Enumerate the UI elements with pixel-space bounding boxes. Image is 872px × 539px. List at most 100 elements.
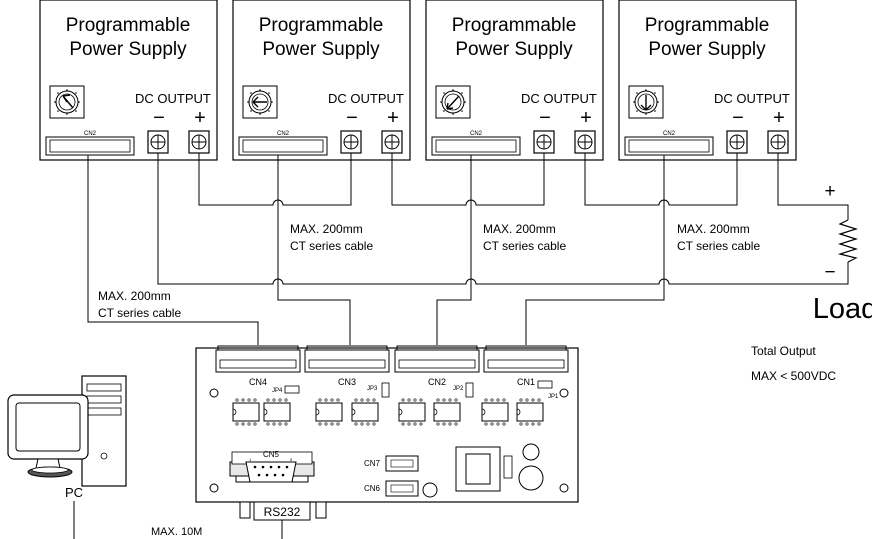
jp2-label: JP2	[453, 386, 464, 392]
supply-title-line1: Programmable	[452, 15, 577, 36]
series-wiring	[87, 153, 849, 345]
plus-sign: +	[194, 107, 206, 129]
control-board: CN4 CN3 CN2 CN1 JP4 JP3 JP2 JP1	[195, 345, 579, 521]
led-indicator	[522, 443, 540, 461]
cable-note-1: MAX. 200mm CT series cable	[290, 222, 373, 253]
cn5-pin5: 5	[290, 457, 293, 462]
capacitor	[422, 482, 438, 498]
cn2-label: CN2	[277, 131, 290, 137]
plus-sign: +	[580, 107, 592, 129]
cable-note-3: MAX. 200mm CT series cable	[677, 222, 760, 253]
minus-terminal-icon[interactable]	[533, 130, 555, 154]
minus-sign: −	[539, 107, 551, 129]
relay-socket	[455, 446, 513, 492]
cn7-label: CN7	[364, 459, 381, 468]
optocoupler-chip	[516, 398, 544, 426]
optocoupler-chip	[315, 398, 343, 426]
cn2-connector	[238, 136, 328, 156]
cn2-label: CN2	[470, 131, 483, 137]
power-supply-3: Programmable Power Supply DC OUTPUT − + …	[425, 0, 604, 161]
optocoupler-chip	[351, 398, 379, 426]
jp2-jumper[interactable]	[465, 382, 474, 398]
cable-type: CT series cable	[677, 239, 760, 253]
jp4-label: JP4	[272, 388, 283, 394]
power-supply-1: Programmable Power Supply DC OUTPUT − + …	[39, 0, 218, 161]
cn5-db9-connector[interactable]	[229, 451, 327, 521]
cn1-label: CN1	[517, 377, 535, 387]
plus-terminal-icon[interactable]	[574, 130, 596, 154]
cn2-connector	[431, 136, 521, 156]
optocoupler-chip	[481, 398, 509, 426]
optocoupler-chip	[433, 398, 461, 426]
minus-sign: −	[153, 107, 165, 129]
cn3-header	[304, 345, 390, 373]
dial-pointer-icon	[640, 95, 652, 111]
total-output-limit: MAX < 500VDC	[751, 369, 836, 383]
dial-pointer-icon	[446, 95, 460, 110]
mount-hole	[209, 388, 219, 398]
minus-sign: −	[732, 107, 744, 129]
cable-type: CT series cable	[290, 239, 373, 253]
minus-sign: −	[346, 107, 358, 129]
power-supply-2: Programmable Power Supply DC OUTPUT − + …	[232, 0, 411, 161]
supply-title-line2: Power Supply	[648, 39, 766, 60]
power-supply-4: Programmable Power Supply DC OUTPUT − + …	[618, 0, 797, 161]
cn5-pin1: 1	[249, 457, 252, 462]
load-resistor: + − Load	[813, 181, 872, 325]
load-minus-sign: −	[824, 262, 835, 283]
cn4-header	[215, 345, 301, 373]
cn1-header	[483, 345, 569, 373]
cable-length: MAX. 200mm	[483, 222, 556, 236]
jp1-label: JP1	[548, 394, 559, 400]
cable-note-4: MAX. 200mm CT series cable	[98, 289, 181, 320]
dc-output-label: DC OUTPUT	[328, 91, 404, 106]
jp3-jumper[interactable]	[381, 382, 390, 398]
cable-length: MAX. 200mm	[290, 222, 363, 236]
cable-length: MAX. 200mm	[677, 222, 750, 236]
plus-sign: +	[387, 107, 399, 129]
dc-output-label: DC OUTPUT	[714, 91, 790, 106]
cn2-header	[394, 345, 480, 373]
cable-type: CT series cable	[98, 306, 181, 320]
load-label: Load	[813, 293, 872, 325]
supply-title-line1: Programmable	[259, 15, 384, 36]
optocoupler-chip	[398, 398, 426, 426]
cn2-label: CN2	[663, 131, 676, 137]
dial-pointer-icon	[252, 96, 267, 108]
pc-computer-icon[interactable]	[7, 375, 127, 487]
supply-title-line1: Programmable	[645, 15, 770, 36]
minus-terminal-icon[interactable]	[147, 130, 169, 154]
supply-title-line2: Power Supply	[455, 39, 573, 60]
optocoupler-chip	[232, 398, 260, 426]
mount-hole	[559, 483, 569, 493]
cn6-label: CN6	[364, 484, 381, 493]
plus-sign: +	[773, 107, 785, 129]
regulator	[518, 465, 544, 491]
cn2-connector	[45, 136, 135, 156]
dial-pointer-icon	[62, 94, 74, 109]
plus-terminal-icon[interactable]	[767, 130, 789, 154]
cn2-label: CN2	[84, 131, 97, 137]
dc-output-label: DC OUTPUT	[521, 91, 597, 106]
minus-terminal-icon[interactable]	[340, 130, 362, 154]
rs232-cable-length: MAX. 10M	[151, 526, 202, 538]
cable-type: CT series cable	[483, 239, 566, 253]
jp1-jumper[interactable]	[537, 380, 553, 389]
jp4-jumper[interactable]	[284, 385, 300, 394]
plus-terminal-icon[interactable]	[381, 130, 403, 154]
cn2-board-label: CN2	[428, 377, 446, 387]
plus-terminal-icon[interactable]	[188, 130, 210, 154]
mount-hole	[209, 483, 219, 493]
supply-title-line1: Programmable	[66, 15, 191, 36]
cn2-connector	[624, 136, 714, 156]
cable-note-2: MAX. 200mm CT series cable	[483, 222, 566, 253]
cable-length: MAX. 200mm	[98, 289, 171, 303]
cn5-label: CN5	[263, 450, 280, 459]
minus-terminal-icon[interactable]	[726, 130, 748, 154]
total-output-title: Total Output	[751, 344, 816, 358]
supply-title-line2: Power Supply	[69, 39, 187, 60]
mount-hole	[559, 388, 569, 398]
dc-output-label: DC OUTPUT	[135, 91, 211, 106]
